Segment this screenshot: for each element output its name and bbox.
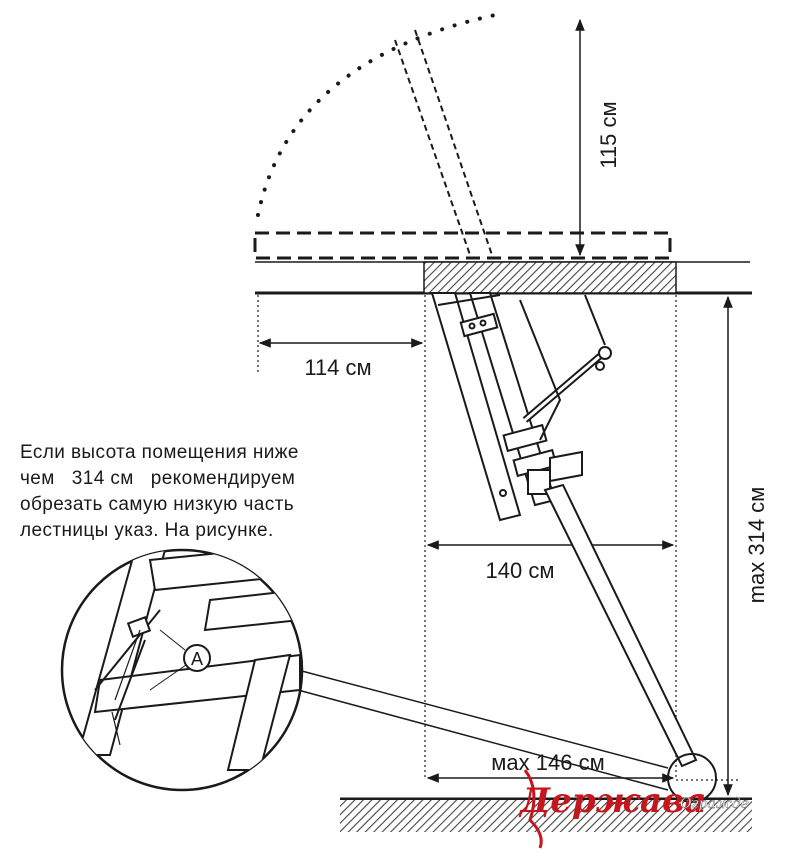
callout-line-upper bbox=[297, 669, 669, 769]
height-recommendation-note: Если высота помещения ниже чем 314 см ре… bbox=[20, 440, 410, 544]
floor-hatched bbox=[340, 800, 752, 832]
brand-subtitle: Огражде bbox=[680, 796, 749, 812]
dim-label-115: 115 см bbox=[596, 101, 621, 168]
brand-watermark: Держава Огражде bbox=[518, 769, 749, 849]
ladder-upper-section bbox=[430, 292, 612, 522]
callout-line-lower bbox=[297, 689, 669, 791]
callout-label-a: A bbox=[191, 649, 203, 669]
ladder-lower-rail bbox=[543, 483, 698, 768]
ladder-swing-outline bbox=[394, 29, 493, 256]
note-line-4: лестницы указ. На рисунке. bbox=[20, 520, 274, 541]
guide-lines bbox=[257, 295, 740, 781]
note-line-1: Если высота помещения ниже bbox=[20, 442, 299, 463]
detail-magnifier: A bbox=[60, 548, 304, 792]
dim-label-146: мах 146 см bbox=[491, 750, 604, 775]
dim-label-314: max 314 см bbox=[744, 487, 769, 604]
ceiling-frame-hatched bbox=[423, 261, 677, 294]
dim-label-140: 140 см bbox=[486, 558, 555, 583]
ladder-foot-detail-circle bbox=[667, 753, 717, 803]
note-line-3: обрезать самую низкую часть bbox=[20, 494, 295, 515]
swing-arc bbox=[256, 13, 497, 217]
note-line-2: чем 314 см рекомендируем bbox=[20, 468, 296, 489]
brand-logo-text: Держава bbox=[518, 781, 706, 821]
brand-flourish bbox=[523, 769, 543, 849]
dim-label-114: 114 см bbox=[304, 355, 371, 380]
hatch-dashed-outline bbox=[253, 231, 672, 260]
